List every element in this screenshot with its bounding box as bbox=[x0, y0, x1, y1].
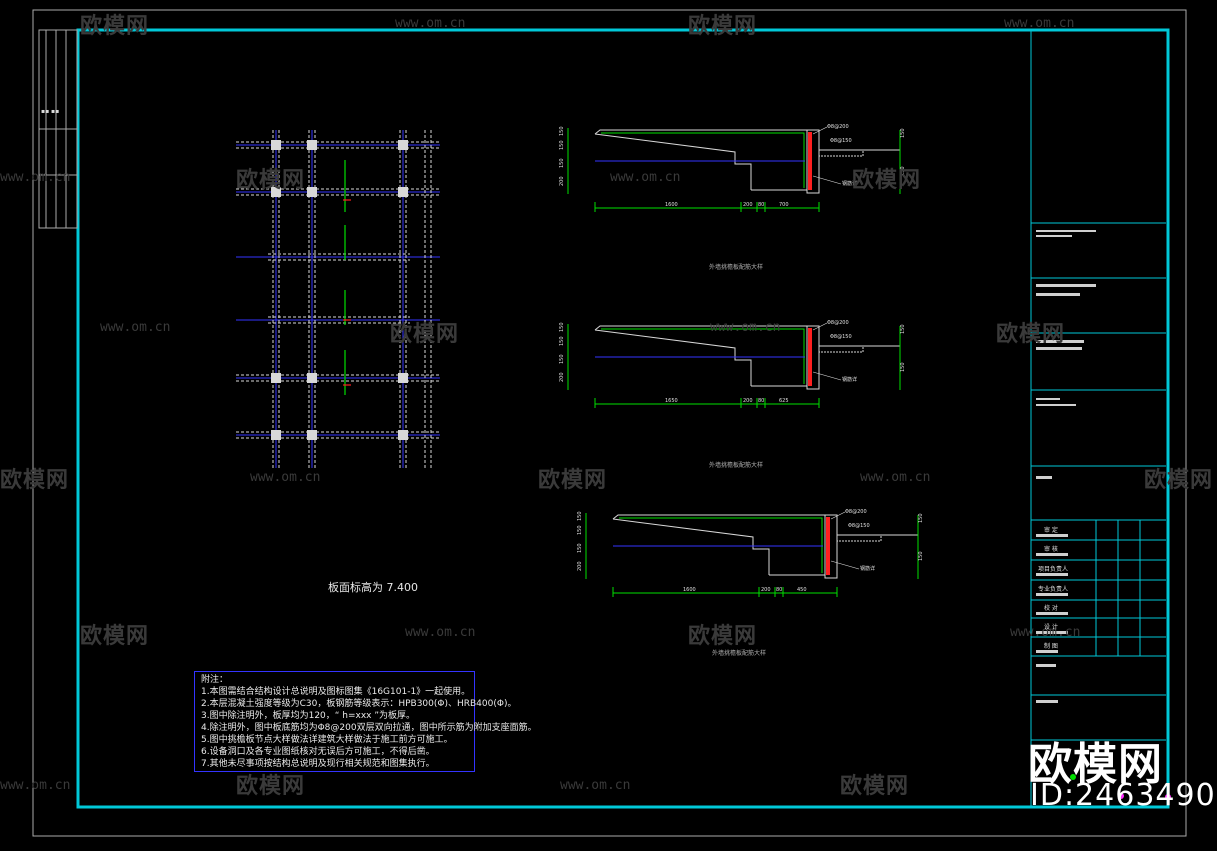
binding-label: ▪▪ ▪▪ bbox=[41, 108, 60, 115]
notes-title: 附注： bbox=[201, 675, 229, 685]
watermark-url: www.om.cn bbox=[710, 320, 781, 335]
title-block bbox=[1030, 30, 1166, 807]
watermark-url: www.om.cn bbox=[1004, 16, 1075, 31]
section-detail: 1600 200 80 700 150 150 150 200 150 150 Φ8@200Φ8@1… bbox=[559, 124, 906, 212]
section-detail: 1600 200 80 450 150 150 150 200 150 150 Φ8@200Φ8@1… bbox=[577, 509, 924, 597]
watermark-brand: 欧模网 bbox=[996, 322, 1066, 347]
svg-text:150: 150 bbox=[559, 140, 565, 150]
watermark-brand: 欧模网 bbox=[80, 624, 150, 649]
svg-text:150: 150 bbox=[918, 551, 924, 561]
note-line: 4.除注明外，图中板底筋均为Φ8@200双层双向拉通，图中所示筋为附加支座面筋。 bbox=[201, 723, 537, 733]
svg-text:1600: 1600 bbox=[665, 202, 678, 208]
svg-text:150: 150 bbox=[918, 513, 924, 523]
title-block-fill bbox=[1036, 230, 1096, 703]
svg-text:450: 450 bbox=[797, 587, 807, 593]
brand-logo-text: 欧模网 bbox=[1028, 739, 1163, 790]
note-line: 7.其他未尽事项按结构总说明及现行相关规范和图集执行。 bbox=[201, 759, 435, 769]
section-caption: 外墙挑檐板配筋大样 bbox=[709, 264, 764, 271]
svg-text:1600: 1600 bbox=[683, 587, 696, 593]
watermark-brand: 欧模网 bbox=[688, 624, 758, 649]
svg-text:Φ8@150: Φ8@150 bbox=[830, 334, 852, 340]
svg-text:80: 80 bbox=[758, 398, 764, 404]
svg-text:Φ8@150: Φ8@150 bbox=[830, 138, 852, 144]
section-detail: 1650 200 80 625 150 150 150 200 150 150 Φ8@200Φ8@1… bbox=[559, 320, 906, 408]
svg-text:150: 150 bbox=[577, 511, 583, 521]
svg-text:150: 150 bbox=[559, 336, 565, 346]
svg-text:Φ8@200: Φ8@200 bbox=[827, 124, 849, 130]
note-line: 2.本层混凝土强度等级为C30，板钢筋等级表示：HPB300(Φ)、HRB400… bbox=[201, 699, 517, 709]
svg-text:150: 150 bbox=[900, 362, 906, 372]
svg-text:625: 625 bbox=[779, 398, 789, 404]
tb-row-label: 校 对 bbox=[1044, 605, 1058, 612]
watermark-brand: 欧模网 bbox=[236, 774, 306, 799]
watermark-url: www.om.cn bbox=[395, 16, 466, 31]
svg-text:200: 200 bbox=[559, 176, 565, 186]
svg-text:1650: 1650 bbox=[665, 398, 678, 404]
tb-row-label: 设 计 bbox=[1044, 624, 1058, 631]
tb-row-label: 制 图 bbox=[1044, 643, 1058, 650]
watermark-url: www.om.cn bbox=[405, 625, 476, 640]
watermark-brand: 欧模网 bbox=[840, 774, 910, 799]
note-line: 5.图中挑檐板节点大样做法详建筑大样做法于施工前方可施工。 bbox=[201, 735, 453, 745]
watermark-url: www.om.cn bbox=[0, 170, 71, 185]
watermark-brand: 欧模网 bbox=[1144, 468, 1214, 493]
svg-text:钢筋详: 钢筋详 bbox=[842, 376, 857, 383]
floor-plan bbox=[236, 130, 440, 468]
svg-text:150: 150 bbox=[559, 322, 565, 332]
svg-text:200: 200 bbox=[743, 398, 753, 404]
svg-text:150: 150 bbox=[900, 324, 906, 334]
svg-text:150: 150 bbox=[900, 128, 906, 138]
watermark-brand: 欧模网 bbox=[538, 468, 608, 493]
watermark-url: www.om.cn bbox=[860, 470, 931, 485]
svg-text:150: 150 bbox=[559, 354, 565, 364]
tb-row-label: 审 核 bbox=[1044, 546, 1058, 553]
watermark-url: www.om.cn bbox=[100, 320, 171, 335]
watermark-brand: 欧模网 bbox=[688, 14, 758, 39]
svg-text:80: 80 bbox=[758, 202, 764, 208]
svg-text:150: 150 bbox=[559, 158, 565, 168]
svg-text:钢筋详: 钢筋详 bbox=[842, 180, 857, 187]
watermark-brand: 欧模网 bbox=[390, 322, 460, 347]
svg-text:150: 150 bbox=[559, 126, 565, 136]
svg-text:150: 150 bbox=[577, 525, 583, 535]
tb-row-label: 专业负责人 bbox=[1038, 586, 1069, 593]
id-number: ID:2463490 bbox=[1030, 778, 1216, 813]
tb-row-label: 审 定 bbox=[1044, 527, 1058, 534]
svg-text:150: 150 bbox=[900, 166, 906, 176]
watermark-url: www.om.cn bbox=[610, 170, 681, 185]
svg-text:200: 200 bbox=[559, 372, 565, 382]
watermark-brand: 欧模网 bbox=[236, 168, 306, 193]
watermark-url: www.om.cn bbox=[0, 778, 71, 793]
note-line: 3.图中除注明外，板厚均为120，“ h=xxx ”为板厚。 bbox=[201, 711, 416, 721]
plan-caption: 板面标高为 7.400 bbox=[328, 581, 418, 594]
section-caption: 外墙挑檐板配筋大样 bbox=[712, 650, 767, 657]
watermark-url: www.om.cn bbox=[560, 778, 631, 793]
svg-text:Φ8@200: Φ8@200 bbox=[845, 509, 867, 515]
svg-text:150: 150 bbox=[577, 543, 583, 553]
watermark-brand: 欧模网 bbox=[0, 468, 70, 493]
svg-text:200: 200 bbox=[743, 202, 753, 208]
svg-text:200: 200 bbox=[761, 587, 771, 593]
logo-mark bbox=[1070, 774, 1171, 800]
svg-text:Φ8@200: Φ8@200 bbox=[827, 320, 849, 326]
notes-box: 附注： 1.本图需结合结构设计总说明及图标图集《16G101-1》一起使用。 2… bbox=[194, 671, 537, 772]
note-line: 6.设备洞口及各专业图纸核对无误后方可施工，不得后凿。 bbox=[201, 747, 435, 757]
svg-text:Φ8@150: Φ8@150 bbox=[848, 523, 870, 529]
section-caption: 外墙挑檐板配筋大样 bbox=[709, 462, 764, 469]
sheet-outer-frame bbox=[32, 9, 1187, 837]
watermark-url: www.om.cn bbox=[250, 470, 321, 485]
svg-text:钢筋详: 钢筋详 bbox=[860, 565, 875, 572]
tb-row-label: 项目负责人 bbox=[1038, 566, 1069, 573]
svg-text:700: 700 bbox=[779, 202, 789, 208]
watermark-brand: 欧模网 bbox=[80, 14, 150, 39]
svg-text:80: 80 bbox=[776, 587, 782, 593]
note-line: 1.本图需结合结构设计总说明及图标图集《16G101-1》一起使用。 bbox=[201, 687, 471, 697]
watermark-url: www.om.cn bbox=[1010, 625, 1081, 640]
watermark-brand: 欧模网 bbox=[852, 168, 922, 193]
svg-text:200: 200 bbox=[577, 561, 583, 571]
binding-strip bbox=[38, 29, 78, 229]
sheet-inner-frame bbox=[76, 28, 1170, 809]
